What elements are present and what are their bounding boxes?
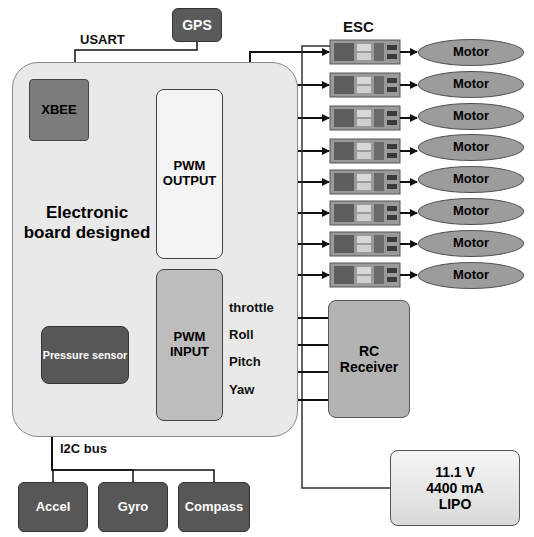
esc-picture — [330, 170, 400, 194]
signal-label: throttle — [229, 301, 274, 316]
node-text: Compass — [185, 500, 244, 515]
node-text: XBEE — [41, 103, 76, 118]
node-text: GPS — [182, 17, 212, 33]
node-text: Accel — [36, 500, 71, 515]
node-text: Motor — [453, 268, 489, 283]
esc-picture — [330, 232, 400, 256]
node-text: 11.1 V 4400 mA LIPO — [419, 464, 491, 512]
node-text: PWM OUTPUT — [161, 159, 219, 189]
node-text: Gyro — [118, 500, 148, 515]
sensor-box: Accel — [18, 482, 88, 532]
sensor-box: Pressure sensor — [41, 326, 129, 384]
node-text: Motor — [453, 204, 489, 219]
part-label: ESC — [343, 18, 374, 35]
motor-wire — [400, 150, 417, 152]
signal-label: USART — [80, 33, 125, 48]
esc-picture — [330, 40, 400, 64]
node-text: Motor — [453, 45, 489, 60]
motor-wire — [400, 274, 417, 276]
node-text: Motor — [453, 140, 489, 155]
node-text: RC Receiver — [334, 343, 404, 375]
module-box: XBEE — [29, 79, 89, 141]
node-text: Pressure sensor — [43, 349, 128, 361]
motor-oval: Motor — [418, 166, 524, 193]
motor-oval: Motor — [418, 134, 524, 161]
receiver-box: RC Receiver — [328, 300, 410, 418]
esc-picture — [330, 139, 400, 163]
signal-label: Pitch — [229, 355, 261, 370]
battery-box: 11.1 V 4400 mA LIPO — [390, 450, 520, 526]
connector — [52, 437, 133, 482]
sensor-box: Gyro — [98, 482, 168, 532]
node-text: Motor — [453, 172, 489, 187]
motor-oval: Motor — [418, 230, 524, 257]
sensor-box: Compass — [178, 482, 250, 532]
connector — [52, 437, 214, 482]
power-wire — [302, 46, 390, 488]
node-text: PWM INPUT — [161, 330, 219, 360]
motor-oval: Motor — [418, 39, 524, 66]
motor-wire — [400, 212, 417, 214]
board-panel: Electronic board designed XBEE PWM OUTPUT P… — [12, 62, 298, 437]
node-text: Motor — [453, 109, 489, 124]
esc-picture — [330, 263, 400, 287]
signal-label: Roll — [229, 328, 254, 343]
motor-oval: Motor — [418, 262, 524, 289]
bus-label: I2C bus — [60, 442, 107, 457]
motor-oval: Motor — [418, 103, 524, 130]
node-text: Motor — [453, 77, 489, 92]
motor-wire — [400, 243, 417, 245]
motor-oval: Motor — [418, 71, 524, 98]
esc-picture — [330, 106, 400, 130]
signal-label: Yaw — [229, 383, 254, 398]
motor-wire — [400, 181, 417, 183]
motor-wire — [400, 84, 417, 86]
esc-picture — [330, 201, 400, 225]
esc-picture — [330, 73, 400, 97]
motor-wire — [400, 51, 417, 53]
gps-box: GPS — [172, 8, 222, 42]
pwm-block: PWM OUTPUT — [156, 89, 223, 259]
pwm-block: PWM INPUT — [156, 269, 223, 421]
motor-oval: Motor — [418, 198, 524, 225]
node-text: Electronic board designed — [21, 203, 153, 242]
node-text: Motor — [453, 236, 489, 251]
motor-wire — [400, 117, 417, 119]
